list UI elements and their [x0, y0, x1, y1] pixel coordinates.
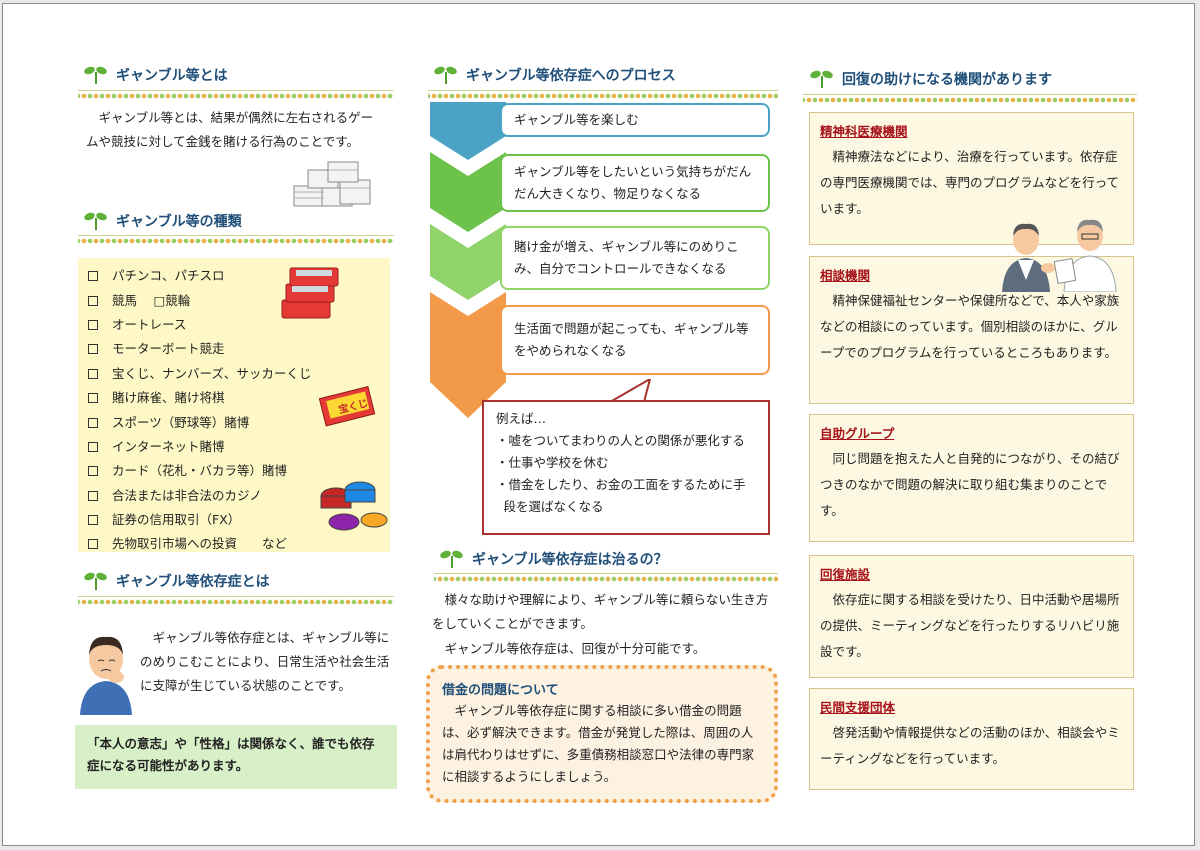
process-step-3: 賭け金が増え、ギャンブル等にのめりこみ、自分でコントロールできなくなる — [500, 226, 770, 290]
checkbox-icon — [88, 515, 98, 526]
org-text: 精神療法などにより、治療を行っています。依存症の専門医療機関では、専門のプログラ… — [820, 149, 1120, 216]
cure-text: 様々な助けや理解により、ギャンブル等に頼らない生き方をしていくことができます。 — [432, 592, 769, 631]
checkbox-icon — [88, 466, 98, 477]
section-heading-dependence: ギャンブル等依存症とは — [82, 566, 270, 596]
dependence-text: ギャンブル等依存症とは、ギャンブル等にのめりこむことにより、日常生活や社会生活に… — [140, 630, 390, 693]
section-heading-support: 回復の助けになる機関があります — [808, 64, 1052, 94]
gambling-type-label: インターネット賭博 — [112, 438, 225, 454]
gambling-type-label: スポーツ（野球等）賭博 — [112, 414, 250, 430]
org-box-medical: 精神科医療機関 精神療法などにより、治療を行っています。依存症の専門医療機関では… — [809, 112, 1134, 245]
note-box: 「本人の意志」や「性格」は関係なく、誰でも依存症になる可能性があります。 — [75, 725, 397, 789]
org-title: 回復施設 — [820, 567, 871, 582]
sprout-icon — [438, 548, 466, 570]
org-box-private-support: 民間支援団体 啓発活動や情報提供などの活動のほか、相談会やミーティングなどを行っ… — [809, 688, 1134, 790]
section-heading-about: ギャンブル等とは — [82, 60, 228, 90]
org-title: 民間支援団体 — [820, 700, 896, 715]
money-stack-illustration — [293, 161, 371, 207]
process-chevrons — [430, 102, 506, 418]
section-heading-cure: ギャンブル等依存症は治るの？ — [438, 544, 668, 574]
dotted-divider — [428, 90, 778, 99]
sprout-icon — [82, 570, 110, 592]
checkbox-icon — [88, 490, 98, 501]
dotted-divider — [803, 94, 1137, 103]
about-text: ギャンブル等とは、結果が偶然に左右されるゲームや競技に対して金銭を賭ける行為のこ… — [86, 110, 374, 149]
org-title: 自助グループ — [820, 426, 895, 441]
org-box-recovery-facility: 回復施設 依存症に関する相談を受けたり、日中活動や居場所の提供、ミーティングなど… — [809, 555, 1134, 678]
checkbox-icon — [88, 539, 98, 550]
gambling-type-label: 賭け麻雀、賭け将棋 — [112, 390, 225, 406]
org-title: 相談機関 — [820, 268, 871, 283]
gambling-type-item: 競馬 □競輪 — [88, 288, 380, 312]
checkbox-icon — [88, 393, 98, 404]
process-step-4: 生活面で問題が起こっても、ギャンブル等をやめられなくなる — [500, 305, 770, 375]
dotted-divider — [78, 235, 394, 244]
casino-chips-illustration — [320, 481, 388, 531]
dotted-divider — [78, 90, 394, 99]
heading-text: ギャンブル等依存症は治るの？ — [472, 552, 668, 568]
gambling-type-item: 先物取引市場への投資 など — [88, 532, 380, 556]
checkbox-icon — [88, 368, 98, 379]
example-bubble: 例えば… ・嘘をついてまわりの人との関係が悪化する ・仕事や学校を休む ・借金を… — [482, 400, 770, 535]
checkbox-icon — [88, 344, 98, 355]
lottery-ticket-illustration: 宝くじ — [318, 386, 376, 427]
worried-person-illustration — [80, 636, 132, 715]
dotted-divider — [434, 573, 778, 582]
gambling-type-item: 証券の信用取引（FX） — [88, 508, 380, 532]
example-item: ・仕事や学校を休む — [496, 455, 609, 470]
process-step-2: ギャンブル等をしたいという気持ちがだんだん大きくなり、物足りなくなる — [500, 154, 770, 212]
gambling-type-item: パチンコ、パチスロ — [88, 264, 380, 288]
gambling-type-item: 宝くじ、ナンバーズ、サッカーくじ — [88, 362, 380, 386]
org-text: 同じ問題を抱えた人と自発的につながり、その結びつきのなかで問題の解決に取り組む集… — [820, 451, 1120, 518]
gambling-type-label: 宝くじ、ナンバーズ、サッカーくじ — [112, 365, 312, 381]
doctor-consultation-illustration — [1002, 219, 1117, 292]
gambling-type-item: インターネット賭博 — [88, 435, 380, 459]
gambling-type-item: モーターボート競走 — [88, 337, 380, 361]
debt-info-box: 借金の問題について ギャンブル等依存症に関する相談に多い借金の問題は、必ず解決で… — [426, 665, 778, 803]
heading-text: 回復の助けになる機関があります — [842, 72, 1052, 88]
process-step-1: ギャンブル等を楽しむ — [500, 103, 770, 137]
checkbox-icon — [88, 417, 98, 428]
gambling-type-label: モーターボート競走 — [112, 341, 225, 357]
sprout-icon — [432, 64, 460, 86]
gambling-type-label: 先物取引市場への投資 など — [112, 536, 288, 552]
section-heading-types: ギャンブル等の種類 — [82, 206, 242, 236]
debt-text: ギャンブル等依存症に関する相談に多い借金の問題は、必ず解決できます。借金が発覚し… — [442, 703, 755, 784]
gambling-type-item: カード（花札・バカラ等）賭博 — [88, 459, 380, 483]
checkbox-icon — [88, 271, 98, 282]
heading-text: ギャンブル等とは — [116, 68, 228, 84]
gambling-type-item: 賭け麻雀、賭け将棋 — [88, 386, 380, 410]
heading-text: ギャンブル等依存症へのプロセス — [466, 68, 676, 84]
org-box-self-help: 自助グループ 同じ問題を抱えた人と自発的につながり、その結びつきのなかで問題の解… — [809, 414, 1134, 542]
gambling-type-label: カード（花札・バカラ等）賭博 — [112, 463, 288, 479]
example-item: ・嘘をついてまわりの人との関係が悪化する — [496, 433, 745, 448]
pachinko-ball-boxes-illustration — [281, 267, 339, 319]
gambling-type-item: オートレース — [88, 313, 380, 337]
heading-text: ギャンブル等依存症とは — [116, 574, 270, 590]
example-title: 例えば… — [496, 411, 547, 426]
org-title: 精神科医療機関 — [820, 124, 908, 139]
checkbox-icon — [88, 441, 98, 452]
dotted-divider — [78, 596, 394, 605]
org-text: 精神保健福祉センターや保健所などで、本人や家族などの相談にのっています。個別相談… — [820, 293, 1120, 360]
debt-title: 借金の問題について — [442, 683, 559, 698]
gambling-type-label: 競馬 □競輪 — [112, 292, 191, 308]
sprout-icon — [82, 64, 110, 86]
sprout-icon — [808, 68, 836, 90]
gambling-type-label: 証券の信用取引（FX） — [112, 512, 241, 528]
section-heading-process: ギャンブル等依存症へのプロセス — [432, 60, 676, 90]
org-text: 依存症に関する相談を受けたり、日中活動や居場所の提供、ミーティングなどを行ったり… — [820, 592, 1120, 659]
gambling-type-label: オートレース — [112, 316, 187, 332]
heading-text: ギャンブル等の種類 — [116, 214, 242, 230]
gambling-type-label: 合法または非合法のカジノ — [112, 487, 262, 503]
sprout-icon — [82, 210, 110, 232]
org-text: 啓発活動や情報提供などの活動のほか、相談会やミーティングなどを行っています。 — [820, 725, 1120, 766]
gambling-type-label: パチンコ、パチスロ — [112, 268, 225, 284]
cure-text-2: ギャンブル等依存症は、回復が十分可能です。 — [444, 641, 706, 656]
checkbox-icon — [88, 319, 98, 330]
gambling-type-item: 合法または非合法のカジノ — [88, 484, 380, 508]
example-item: ・借金をしたり、お金の工面をするために手段を選ばなくなる — [496, 477, 746, 514]
gambling-type-item: スポーツ（野球等）賭博 — [88, 410, 380, 434]
checkbox-icon — [88, 295, 98, 306]
